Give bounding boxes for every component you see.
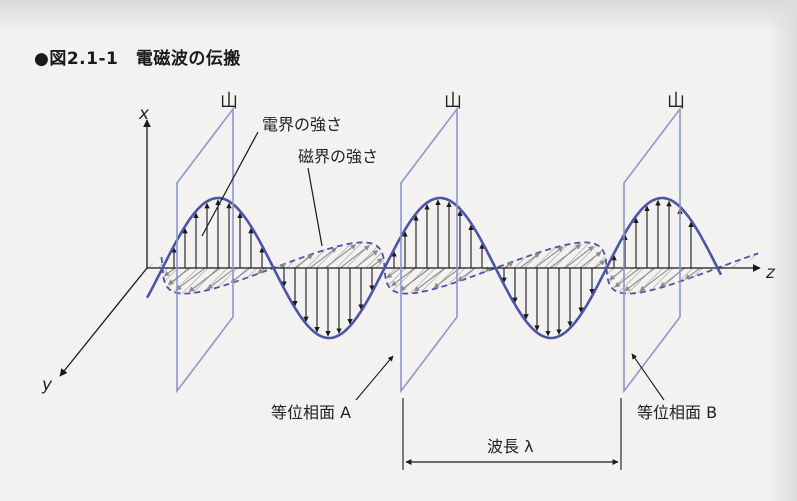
magnetic-field-arrows	[163, 244, 701, 292]
electric-field-wave	[145, 196, 723, 340]
wavelength-dimension: 波長 λ	[402, 398, 622, 470]
magnetic-field-arrow	[433, 267, 461, 289]
magnetic-field-arrow	[549, 244, 582, 269]
magnetic-field-arrow	[609, 267, 626, 281]
magnetic-field-wave	[160, 241, 759, 295]
phase-plane-3	[623, 106, 681, 394]
magnetic-field-arrow	[163, 267, 176, 277]
wavelength-label: 波長 λ	[487, 437, 534, 456]
magnetic-field-arrow	[457, 267, 476, 282]
magnetic-field-arrow	[534, 246, 564, 269]
phase-plane-1	[176, 106, 234, 394]
magnetic-field-arrow	[230, 267, 251, 284]
magnetic-field-arrow	[624, 267, 656, 292]
magnetic-field-arrow	[564, 245, 594, 269]
magnetic-field-arrow	[207, 267, 236, 290]
page-shadow-top	[0, 0, 797, 34]
magnetic-field-arrow	[639, 267, 671, 292]
magnetic-field-arrow	[399, 267, 431, 292]
peak-label-1: 山	[220, 91, 238, 112]
magnetic-field-arrow	[594, 259, 606, 269]
magnetic-field-arrow	[175, 267, 206, 291]
magnetic-field-label: 磁界の強さ	[298, 147, 378, 166]
magnetic-field-arrow	[354, 250, 379, 269]
y-axis-label: y	[41, 375, 53, 395]
magnetic-field-arrow	[391, 267, 416, 287]
phase-planes	[176, 106, 681, 394]
magnetic-field-arrow	[324, 244, 357, 269]
magnetic-field-arrow	[684, 267, 701, 280]
phase-plane-2	[400, 106, 458, 394]
magnetic-field-arrow	[659, 267, 686, 288]
axes: x y z	[41, 104, 776, 395]
electric-field-leader	[201, 131, 259, 237]
y-axis	[59, 267, 148, 377]
magnetic-field-arrow	[188, 267, 221, 292]
magnetic-field-arrow	[257, 267, 266, 275]
magnetic-field-arrow	[579, 251, 602, 269]
magnetic-field-arrow	[309, 247, 337, 269]
magnetic-field-arrow	[504, 261, 514, 269]
magnetic-field-arrow	[369, 258, 383, 269]
phase-plane-a-pointer	[355, 355, 394, 401]
magnetic-field-arrow	[413, 267, 446, 292]
electric-field-label: 電界の強さ	[262, 115, 342, 134]
peak-label-2: 山	[444, 91, 462, 112]
page-shadow-right	[769, 0, 797, 501]
magnetic-field-arrow	[167, 267, 191, 285]
magnetic-field-leader	[307, 167, 323, 247]
phase-plane-a-label: 等位相面 A	[271, 403, 351, 422]
phase-plane-b-label: 等位相面 B	[637, 403, 717, 422]
figure-title: ●図2.1-1 電磁波の伝搬	[34, 49, 241, 69]
magnetic-field-arrow	[386, 267, 401, 279]
magnetic-field-arrow	[294, 254, 314, 269]
phase-plane-b-pointer	[631, 353, 665, 401]
magnetic-field-arrow	[614, 267, 641, 288]
peak-label-3: 山	[667, 91, 685, 112]
x-axis-label: x	[138, 104, 150, 124]
magnetic-field-arrow	[519, 252, 541, 269]
magnetic-field-arrow	[339, 245, 370, 269]
magnetic-field-arrow	[279, 263, 287, 269]
